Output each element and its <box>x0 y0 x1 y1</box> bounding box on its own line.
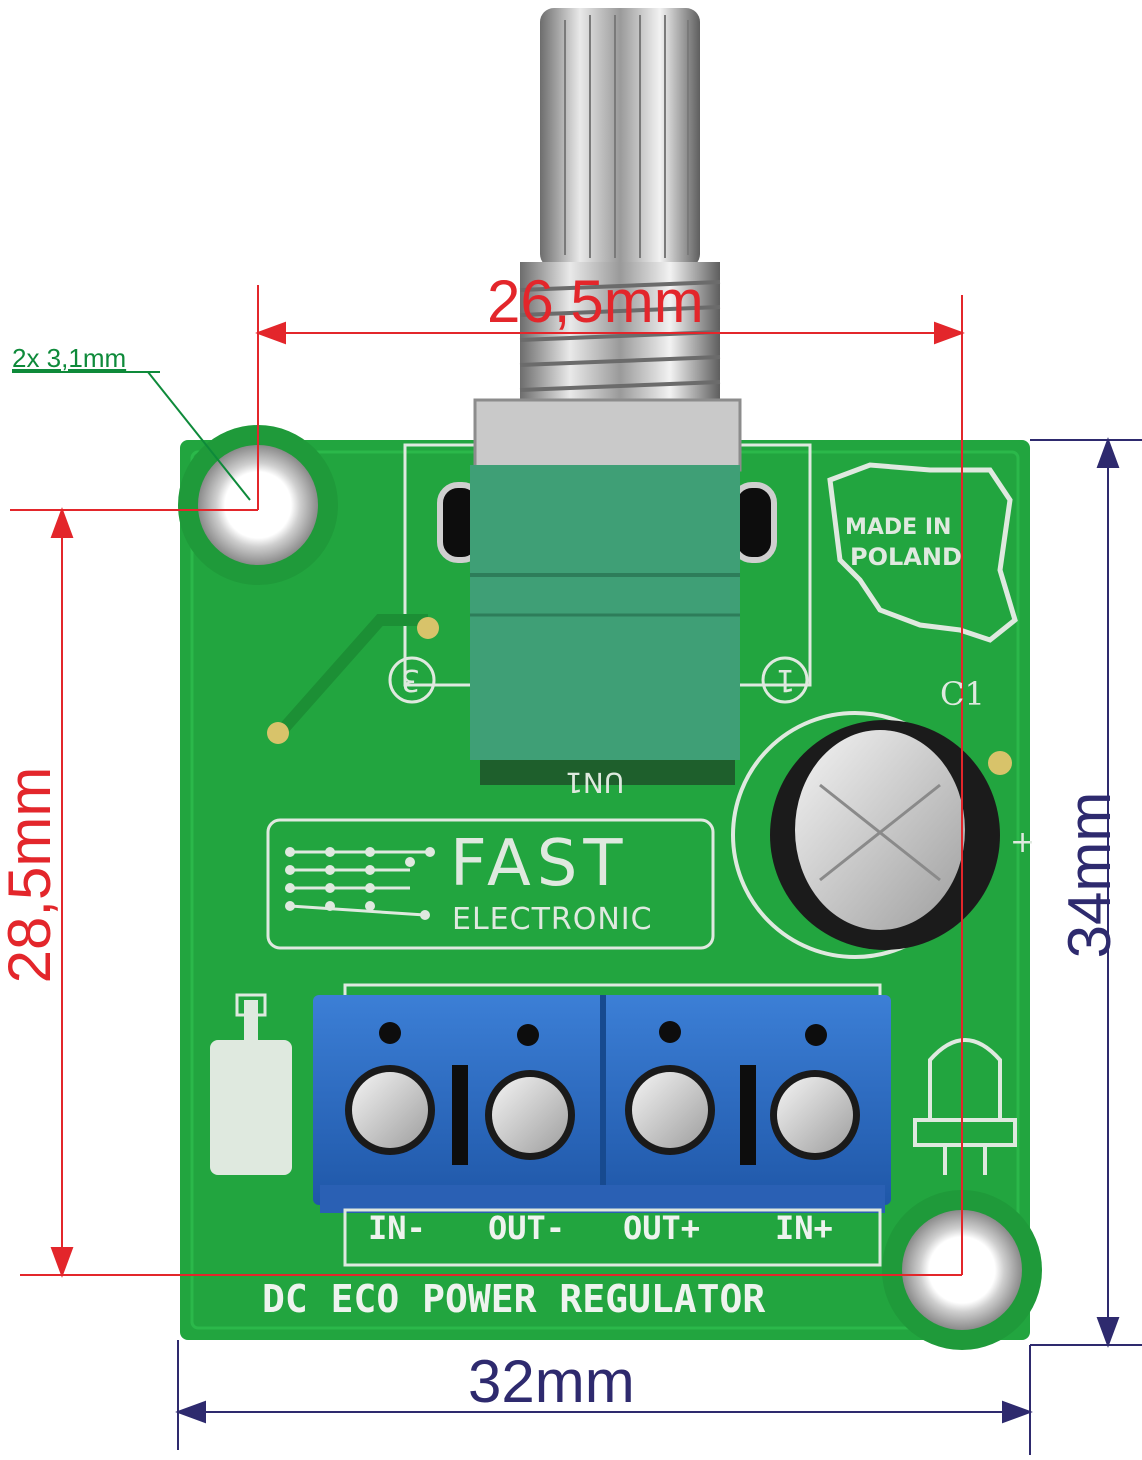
pot-ref: UN1 <box>565 766 625 799</box>
brand-main: FAST <box>450 827 629 901</box>
capacitor-ref: C1 <box>940 675 985 713</box>
product-name: DC ECO POWER REGULATOR <box>262 1277 766 1321</box>
hole-spacing-vertical-label: 28,5mm <box>0 766 63 984</box>
capacitor <box>731 711 1012 959</box>
board-width-label: 32mm <box>468 1348 635 1415</box>
polarity-plus: + <box>1010 825 1036 860</box>
origin-line-2: POLAND <box>850 543 962 571</box>
pot-pin-1: 1 <box>776 662 796 697</box>
pot-pin-3: 3 <box>401 662 421 697</box>
terminal-label-out-plus: OUT+ <box>623 1209 701 1247</box>
brand-sub: ELECTRONIC <box>452 902 653 937</box>
hole-spacing-horizontal-label: 26,5mm <box>487 268 704 335</box>
origin-line-1: MADE IN <box>845 515 952 540</box>
poland-map-outline <box>827 462 1018 643</box>
terminal-block <box>313 983 891 1213</box>
mount-holes-note: 2x 3,1mm <box>12 343 127 373</box>
led-icon <box>913 1038 1017 1175</box>
board-height-label: 34mm <box>1056 791 1123 959</box>
terminal-label-out-minus: OUT- <box>488 1209 566 1247</box>
terminal-label-in-plus: IN+ <box>775 1209 833 1247</box>
terminal-label-in-minus: IN- <box>368 1209 426 1247</box>
dimension-lines <box>10 285 1142 1455</box>
potentiometer <box>470 8 742 785</box>
motor-icon <box>210 993 292 1175</box>
